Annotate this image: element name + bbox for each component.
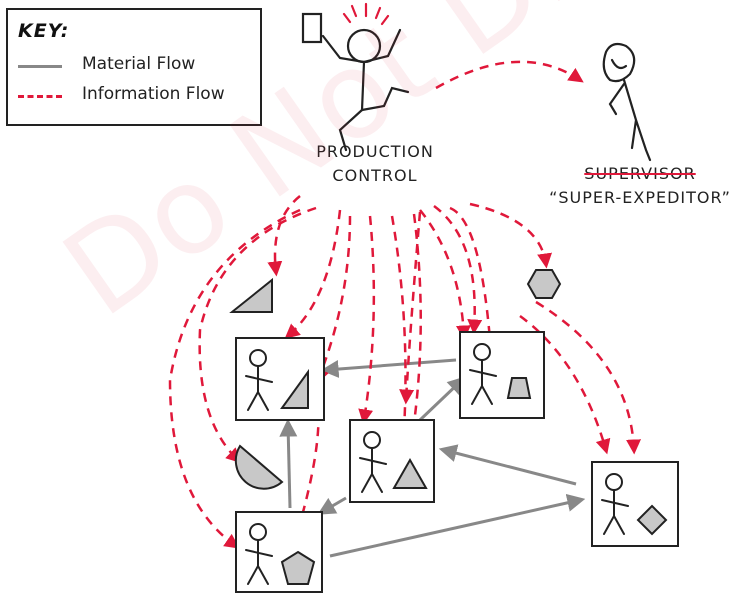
- workstation-5: [591, 461, 679, 547]
- legend: KEY: Material Flow Information Flow: [6, 8, 262, 126]
- legend-title: KEY:: [18, 20, 70, 42]
- workstation-2: [459, 331, 545, 419]
- production-control-line2: CONTROL: [332, 166, 418, 185]
- semicircle-shape: [234, 444, 284, 490]
- legend-information-label: Information Flow: [82, 84, 225, 104]
- head: [346, 28, 382, 64]
- hexagon-shape: [526, 269, 562, 299]
- production-control-figure: [301, 2, 410, 152]
- paper-icon: [301, 12, 323, 44]
- legend-material-flow: Material Flow: [18, 54, 258, 78]
- material-flow-arrows: [279, 358, 586, 558]
- supervisor-struck-label: SUPERVISOR: [584, 164, 696, 183]
- production-control-caption: PRODUCTION CONTROL: [300, 140, 450, 188]
- supervisor-figure: [602, 42, 652, 162]
- material-flow-swatch: [18, 65, 62, 68]
- workstation-3: [349, 419, 435, 503]
- super-expeditor-label: “SUPER-EXPEDITOR”: [549, 188, 731, 207]
- workstation-1: [235, 337, 325, 421]
- triangle-shape: [229, 277, 273, 313]
- supervisor-caption: SUPERVISOR “SUPER-EXPEDITOR”: [540, 162, 740, 210]
- legend-material-label: Material Flow: [82, 54, 196, 74]
- information-flow-arrows: [168, 60, 642, 549]
- workstation-4: [235, 511, 323, 593]
- information-flow-swatch: [18, 95, 62, 98]
- legend-information-flow: Information Flow: [18, 84, 258, 108]
- production-control-line1: PRODUCTION: [316, 142, 434, 161]
